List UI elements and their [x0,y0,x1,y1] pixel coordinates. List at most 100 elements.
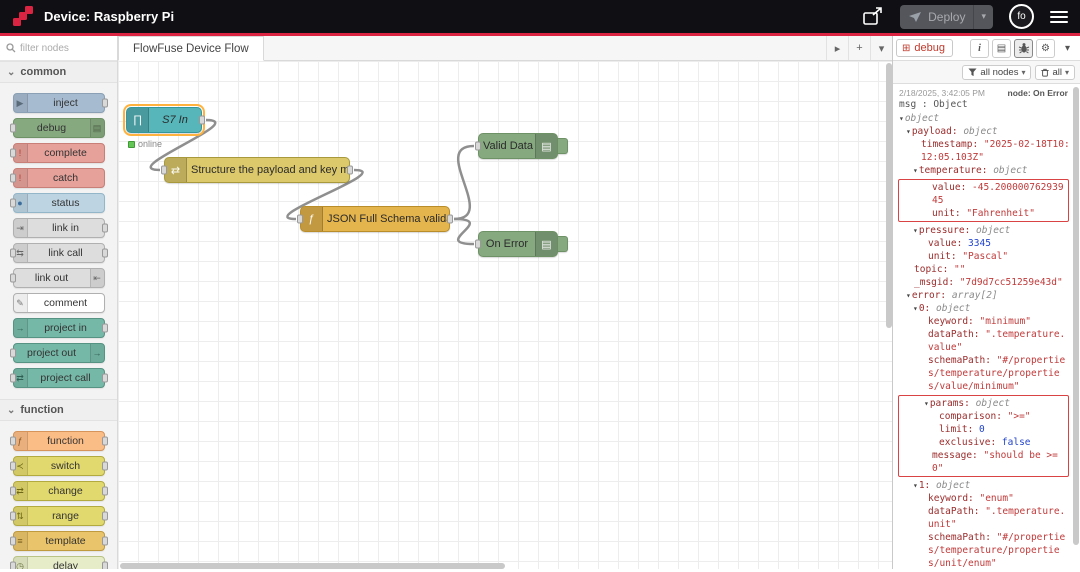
node-input-port[interactable] [9,348,16,358]
debug-message[interactable]: 2/18/2025, 3:42:05 PM node: On Error msg… [893,84,1080,569]
debug-tree-row[interactable]: unit: "Fahrenheit" [901,207,1066,220]
user-avatar[interactable]: fo [1009,4,1034,29]
debug-tree-row[interactable]: ▾object [897,112,1070,125]
node-input-port[interactable] [9,561,16,569]
debug-tree-row[interactable]: ▾pressure: object [897,224,1070,237]
palette-node-switch[interactable]: ≺switch [9,456,108,476]
add-flow-button[interactable]: + [848,36,870,60]
tab-scroll-icon[interactable]: ▸ [826,36,848,60]
debug-scrollbar[interactable] [1073,87,1079,564]
node-output-port[interactable] [101,223,108,233]
node-input-port[interactable] [297,214,303,224]
debug-tree-row[interactable]: timestamp: "2025-02-18T10:12:05.103Z" [897,138,1070,164]
filter-nodes-dropdown[interactable]: all nodes ▾ [962,64,1032,80]
node-input-port[interactable] [9,486,16,496]
debug-tree-row[interactable]: value: -45.20000076293945 [901,181,1066,207]
palette-node-inject[interactable]: ▶inject [12,93,108,113]
palette-node-debug[interactable]: debug▤ [9,118,105,138]
palette-node-catch[interactable]: !catch [9,168,105,188]
node-output-port[interactable] [447,214,453,224]
debug-tree-row[interactable]: message: "should be >= 0" [901,449,1066,475]
palette-node-delay[interactable]: ◷delay [9,556,108,569]
help-button[interactable]: ▤ [992,38,1011,58]
node-input-port[interactable] [9,123,16,133]
config-button[interactable]: ⚙ [1036,38,1055,58]
debug-tree-row[interactable]: ▾payload: object [897,125,1070,138]
palette-node-link-out[interactable]: link out⇤ [9,268,105,288]
tab-debug[interactable]: ⊞ debug [896,39,953,57]
node-output-port[interactable] [101,486,108,496]
debug-tree-row[interactable]: ▾error: array[2] [897,289,1070,302]
flow-node-onerror[interactable]: On Error▤ [475,231,568,257]
canvas-vscrollbar[interactable] [885,61,892,569]
palette-node-link-call[interactable]: ⇆link call [9,243,108,263]
debug-tree-row[interactable]: _msgid: "7d9d7cc51259e43d" [897,276,1070,289]
palette-node-range[interactable]: ⇅range [9,506,108,526]
caret-open-icon[interactable]: ▾ [906,291,911,300]
node-output-port[interactable] [101,511,108,521]
debug-toggle-button[interactable] [558,138,568,154]
node-output-port[interactable] [101,561,108,569]
debug-tree-row[interactable]: dataPath: ".temperature.value" [897,328,1070,354]
debug-tree-row[interactable]: limit: 0 [901,423,1066,436]
palette-node-change[interactable]: ⇄change [9,481,108,501]
debug-tree-row[interactable]: topic: "" [897,263,1070,276]
debug-tree-row[interactable]: schemaPath: "#/properties/temperature/pr… [897,354,1070,393]
palette-node-link-in[interactable]: ⇥link in [12,218,108,238]
node-input-port[interactable] [9,536,16,546]
debug-source-node[interactable]: node: On Error [1007,88,1068,98]
node-output-port[interactable] [101,461,108,471]
debug-tree-row[interactable]: unit: "Pascal" [897,250,1070,263]
debug-tree-row[interactable]: ▾0: object [897,302,1070,315]
flow-node-valid[interactable]: Valid Data▤ [475,133,568,159]
info-button[interactable]: i [970,38,989,58]
caret-open-icon[interactable]: ▾ [913,226,918,235]
palette-node-template[interactable]: ≡template [9,531,108,551]
node-input-port[interactable] [9,511,16,521]
palette-node-project-in[interactable]: →project in [12,318,108,338]
node-input-port[interactable] [161,165,167,175]
debug-tree-row[interactable]: exclusive: false [901,436,1066,449]
node-output-port[interactable] [101,436,108,446]
node-input-port[interactable] [9,148,16,158]
caret-open-icon[interactable]: ▾ [906,127,911,136]
node-input-port[interactable] [9,173,16,183]
flow-node-structure[interactable]: ⇄Structure the payload and key metrics [161,157,353,183]
debug-tree-row[interactable]: schemaPath: "#/properties/temperature/pr… [897,531,1070,569]
filter-nodes-input[interactable] [20,42,106,54]
debug-tree-row[interactable]: ▾1: object [897,479,1070,492]
debug-button[interactable] [1014,38,1033,58]
node-input-port[interactable] [475,141,481,151]
wire[interactable] [453,217,475,246]
palette-search[interactable] [0,36,117,61]
wire[interactable] [149,118,217,172]
caret-open-icon[interactable]: ▾ [899,114,904,123]
flow-list-caret-icon[interactable]: ▾ [870,36,892,60]
node-output-port[interactable] [101,248,108,258]
main-menu-icon[interactable] [1050,8,1068,26]
clear-messages-dropdown[interactable]: all ▾ [1035,64,1075,80]
flow-node-s7[interactable]: ∏S7 In [122,103,206,137]
palette-node-status[interactable]: ●status [9,193,105,213]
debug-tree-row[interactable]: ▾params: object [901,397,1066,410]
debug-tree-row[interactable]: keyword: "enum" [897,492,1070,505]
debug-toggle-button[interactable] [558,236,568,252]
canvas-hscrollbar[interactable] [118,562,892,569]
debug-tree-row[interactable]: dataPath: ".temperature.unit" [897,505,1070,531]
node-output-port[interactable] [347,165,353,175]
node-input-port[interactable] [9,273,16,283]
node-output-port[interactable] [101,536,108,546]
debug-tree-row[interactable]: comparison: ">=" [901,410,1066,423]
node-output-port[interactable] [101,323,108,333]
caret-open-icon[interactable]: ▾ [913,481,918,490]
deploy-button[interactable]: Deploy ▾ [900,4,993,29]
palette-category-header[interactable]: ⌄function [0,399,117,421]
node-input-port[interactable] [9,461,16,471]
palette-node-project-call[interactable]: ⇄project call [9,368,108,388]
debug-msg-summary[interactable]: msg : Object [899,99,968,110]
deploy-menu-caret[interactable]: ▾ [973,4,993,29]
flow-tab[interactable]: FlowFuse Device Flow [118,36,264,61]
